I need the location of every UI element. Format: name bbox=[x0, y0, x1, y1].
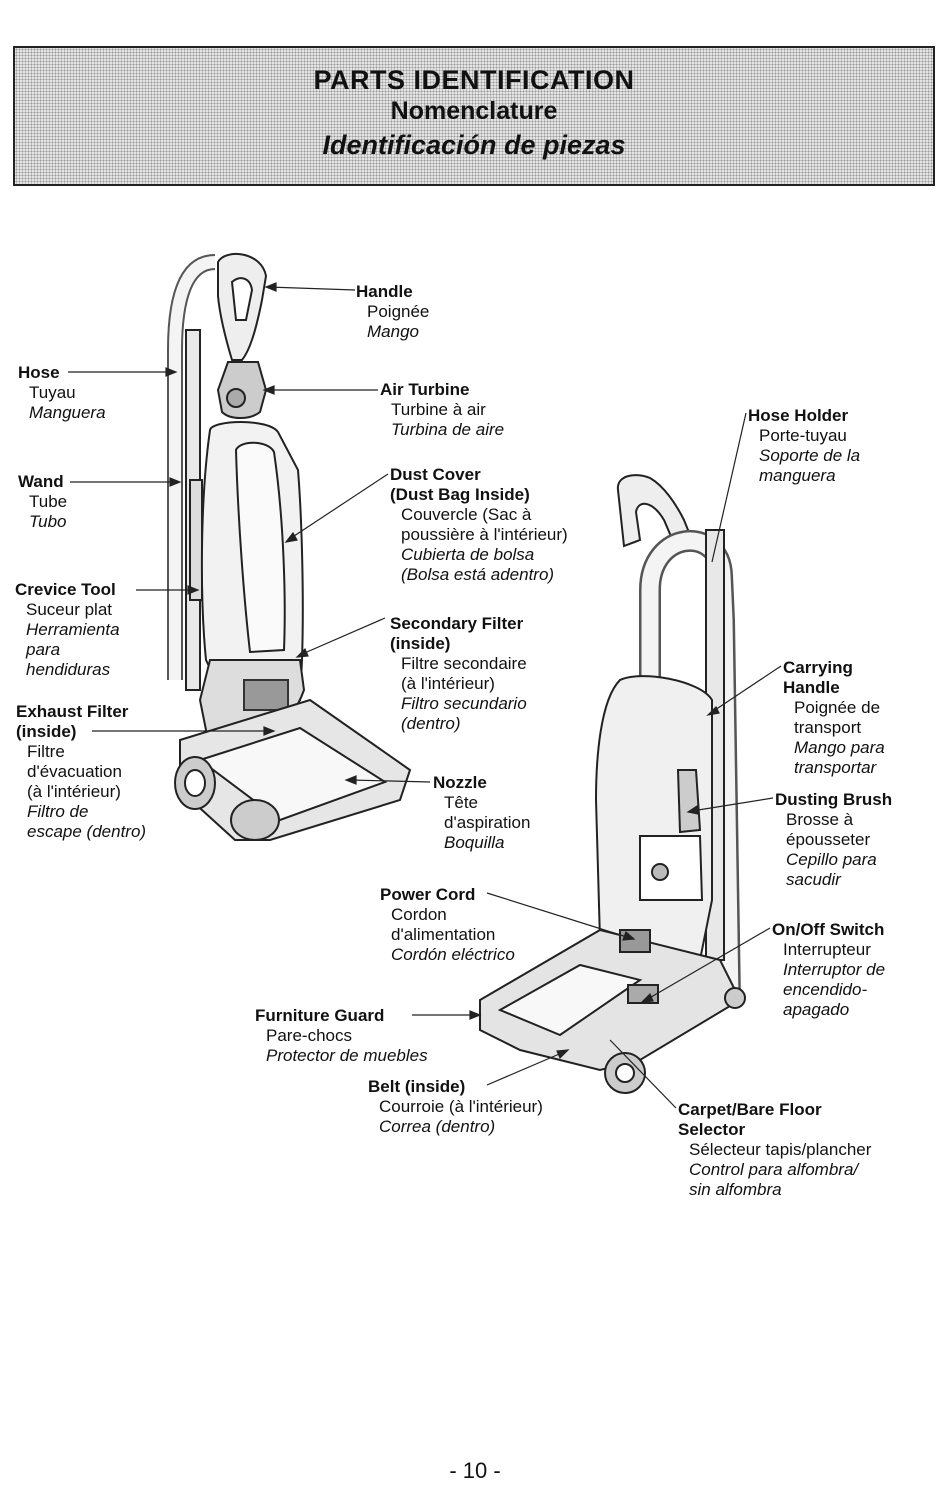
label-belt: Belt (inside) Courroie (à l'intérieur) C… bbox=[368, 1077, 543, 1136]
label-wand: Wand Tube Tubo bbox=[18, 472, 68, 531]
label-crevice-tool: Crevice Tool Suceur plat Herramienta par… bbox=[15, 580, 120, 679]
label-secondary-filter: Secondary Filter (inside) Filtre seconda… bbox=[390, 614, 527, 733]
leader-lines bbox=[68, 282, 782, 1109]
label-dusting-brush: Dusting Brush Brosse à épousseter Cepill… bbox=[775, 790, 893, 889]
label-hose: Hose Tuyau Manguera bbox=[18, 363, 106, 422]
title-spanish: Identificación de piezas bbox=[322, 130, 626, 160]
header-banner: PARTS IDENTIFICATION Nomenclature Identi… bbox=[13, 46, 935, 186]
label-floor-selector: Carpet/Bare Floor Selector Sélecteur tap… bbox=[678, 1100, 872, 1199]
page-number: - 10 - bbox=[449, 1458, 501, 1483]
label-furniture-guard: Furniture Guard Pare-chocs Protector de … bbox=[255, 1006, 428, 1065]
title-english: PARTS IDENTIFICATION bbox=[313, 65, 635, 95]
front-vacuum-drawing bbox=[167, 253, 412, 841]
label-exhaust-filter: Exhaust Filter (inside) Filtre d'évacuat… bbox=[16, 702, 147, 841]
label-carrying-handle: Carrying Handle Poignée de transport Man… bbox=[783, 658, 885, 777]
rear-vacuum-drawing bbox=[479, 474, 746, 1094]
label-power-cord: Power Cord Cordon d'alimentation Cordón … bbox=[380, 885, 515, 964]
label-air-turbine: Air Turbine Turbine à air Turbina de air… bbox=[380, 380, 505, 439]
label-handle: Handle Poignée Mango bbox=[356, 282, 430, 341]
label-onoff-switch: On/Off Switch Interrupteur Interruptor d… bbox=[772, 920, 886, 1019]
label-hose-holder: Hose Holder Porte-tuyau Soporte de la ma… bbox=[748, 406, 861, 485]
label-dust-cover: Dust Cover (Dust Bag Inside) Couvercle (… bbox=[390, 465, 568, 584]
label-nozzle: Nozzle Tête d'aspiration Boquilla bbox=[433, 773, 531, 852]
title-french: Nomenclature bbox=[390, 97, 558, 125]
